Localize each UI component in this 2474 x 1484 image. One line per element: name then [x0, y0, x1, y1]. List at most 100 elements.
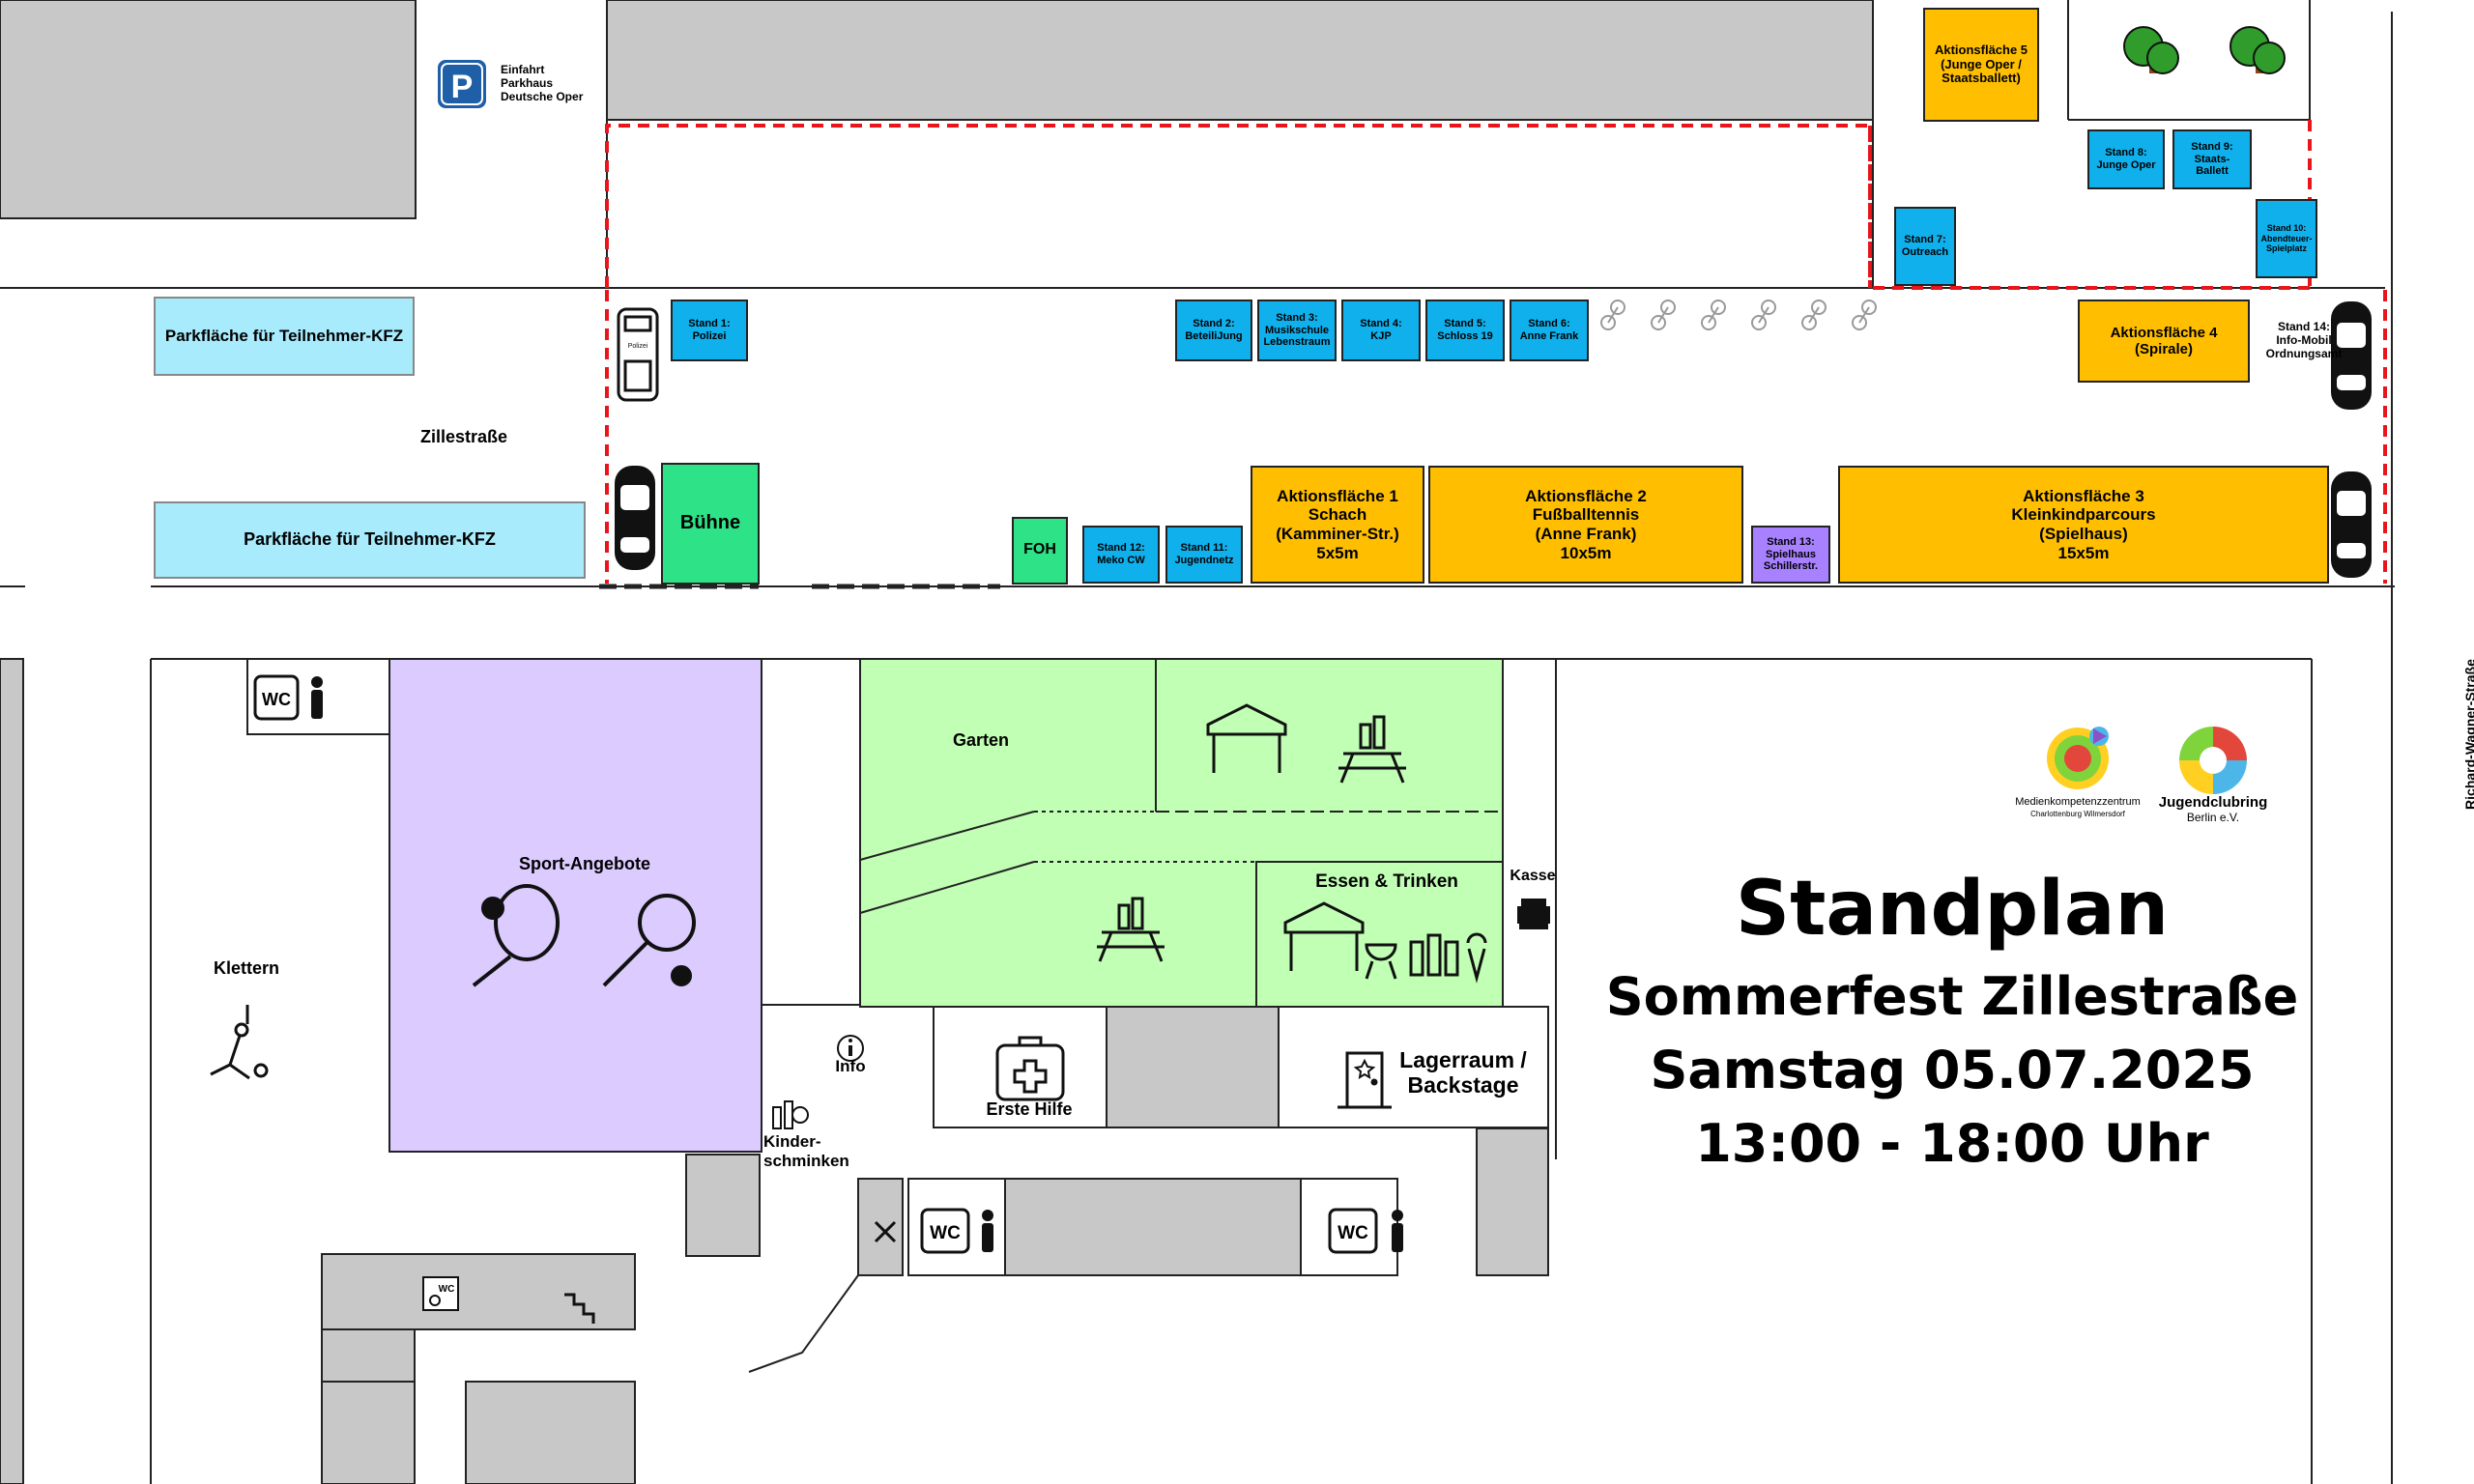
person-icon	[1392, 1210, 1403, 1252]
parking-area-2	[154, 501, 586, 579]
mkz-logo-icon	[2047, 727, 2109, 789]
car-icon	[2331, 301, 2372, 410]
bicycle-icon	[1801, 300, 1827, 330]
person-icon	[311, 676, 323, 719]
building-top-center	[606, 0, 1874, 121]
parking-icon	[438, 60, 486, 108]
street-zillestrasse: Zillestraße	[420, 427, 508, 446]
face-paint-icon	[772, 1100, 809, 1129]
stage-label: Bühne	[679, 512, 741, 533]
wc-icon: WC	[253, 674, 300, 721]
climbing-icon	[210, 1005, 269, 1080]
tree-icon	[2229, 26, 2286, 74]
parking-area-1	[154, 297, 415, 376]
stairs-icon	[564, 1293, 595, 1324]
climbing-label: Klettern	[213, 958, 279, 978]
stand-10: Stand 10: Abendteuer- Spielplatz	[2256, 199, 2317, 278]
picnic-table-icon	[1338, 715, 1406, 784]
mkz-logo-text: Medienkompetenzzentrum	[2015, 796, 2141, 808]
badminton-icon	[602, 894, 696, 987]
car-icon	[615, 466, 655, 570]
bicycle-icon	[1600, 300, 1625, 330]
info-label: Info	[835, 1057, 866, 1075]
parking-sign-text: Einfahrt Parkhaus Deutsche Oper	[501, 63, 584, 103]
stand-7: Stand 7: Outreach	[1894, 207, 1956, 286]
accessible-wc-icon: WC	[422, 1276, 459, 1311]
jcr-logo-text: Jugendclubring	[2158, 794, 2268, 811]
stand-13: Stand 13: Spielhaus Schillerstr.	[1751, 526, 1830, 584]
event-time: 13:00 - 18:00 Uhr	[1695, 1113, 2209, 1174]
buildings-bottom	[321, 1006, 1549, 1484]
parking-sign: P	[438, 60, 486, 108]
car-icon	[2331, 471, 2372, 578]
parking-area-label-2: Parkfläche für Teilnehmer-KFZ	[244, 529, 496, 549]
parking-letter: P	[451, 69, 474, 105]
event-date: Samstag 05.07.2025	[1650, 1040, 2255, 1100]
action-area-2: Aktionsfläche 2 Fußballtennis (Anne Fran…	[1428, 466, 1743, 584]
person-icon	[982, 1210, 993, 1252]
event-name: Sommerfest Zillestraße	[1605, 966, 2299, 1027]
svg-text:WC: WC	[930, 1223, 961, 1243]
scissors-icon	[874, 1220, 897, 1243]
garden-label: Garten	[952, 730, 1010, 750]
stage-area	[661, 463, 760, 585]
action-area-1: Aktionsfläche 1 Schach (Kamminer-Str.) 5…	[1251, 466, 1424, 584]
sport-label: Sport-Angebote	[519, 854, 650, 873]
festival-boundary	[605, 120, 2387, 584]
stand-9: Stand 9: Staats- Ballett	[2172, 129, 2252, 189]
action-area-3: Aktionsfläche 3 Kleinkindparcours (Spiel…	[1838, 466, 2329, 584]
building-top-left	[0, 0, 417, 219]
tent-icon	[1206, 703, 1287, 773]
stand-1: Stand 1: Polizei	[671, 300, 748, 361]
garden-area	[859, 658, 1504, 1008]
building-left-edge	[0, 658, 24, 1484]
tree-icon	[2123, 26, 2179, 74]
bicycle-icons	[1600, 300, 1877, 330]
wc-icon: WC	[1328, 1208, 1378, 1254]
tent-icon	[1283, 901, 1365, 971]
jcr-logo-icon	[2179, 727, 2247, 794]
svg-text:WC: WC	[439, 1284, 455, 1295]
stand-14: Stand 14: Info-Mobil Ordnungsamt	[2265, 320, 2343, 360]
food-drinks-label: Essen & Trinken	[1315, 871, 1458, 892]
picnic-table-icon	[1097, 897, 1165, 962]
stand-4: Stand 4: KJP	[1341, 300, 1421, 361]
police-van-label: Polizei	[628, 343, 648, 350]
bicycle-icon	[1852, 300, 1877, 330]
street-richard-wagner: Richard-Wagner-Straße	[2461, 659, 2474, 810]
bicycle-icon	[1701, 300, 1726, 330]
first-aid-icon	[995, 1036, 1065, 1101]
wc-icon: WC	[920, 1208, 970, 1254]
grill-icon	[1365, 943, 1397, 980]
cashier-label: Kasse	[1510, 868, 1556, 884]
info-icon	[837, 1035, 864, 1062]
ping-pong-icon	[472, 884, 560, 987]
svg-text:WC: WC	[1338, 1223, 1368, 1243]
action-area-5: Aktionsfläche 5 (Junge Oper / Staatsball…	[1923, 8, 2039, 122]
drinks-icon	[1409, 933, 1459, 977]
ice-cream-icon	[1466, 932, 1487, 984]
face-painting-label: Kinder- schminken	[763, 1132, 849, 1170]
cash-register-icon	[1517, 899, 1550, 929]
first-aid-label: Erste Hilfe	[986, 1099, 1073, 1119]
stand-5: Stand 5: Schloss 19	[1425, 300, 1505, 361]
jcr-logo-subtext: Berlin e.V.	[2186, 811, 2240, 824]
action-area-4: Aktionsfläche 4 (Spirale)	[2078, 300, 2250, 383]
foh-label: FOH	[1023, 541, 1056, 557]
stand-11: Stand 11: Jugendnetz	[1165, 526, 1243, 584]
parking-area-label-1: Parkfläche für Teilnehmer-KFZ	[164, 327, 404, 345]
stand-12: Stand 12: Meko CW	[1082, 526, 1160, 584]
svg-text:WC: WC	[262, 690, 291, 709]
stand-2: Stand 2: BeteiliJung	[1175, 300, 1252, 361]
police-van-icon	[617, 307, 659, 402]
mkz-logo-subtext: Charlottenburg Wilmersdorf	[2030, 810, 2125, 818]
storage-backstage-label: Lagerraum / Backstage	[1399, 1047, 1527, 1099]
stand-3: Stand 3: Musikschule Lebenstraum	[1257, 300, 1337, 361]
door-icon	[1338, 1051, 1392, 1109]
page-title: Standplan	[1735, 866, 2170, 953]
foh-area	[1012, 517, 1068, 585]
stand-8: Stand 8: Junge Oper	[2087, 129, 2165, 189]
stand-6: Stand 6: Anne Frank	[1510, 300, 1589, 361]
bicycle-icon	[1651, 300, 1676, 330]
